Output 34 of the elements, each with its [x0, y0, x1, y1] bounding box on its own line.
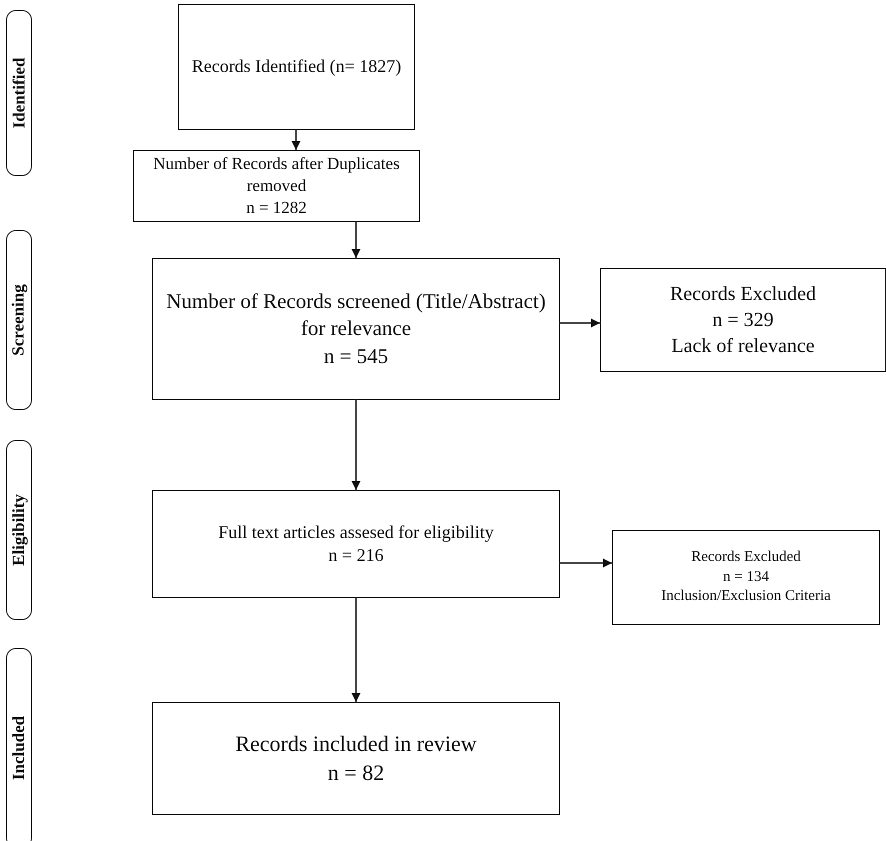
arrow	[352, 598, 360, 702]
arrow	[352, 400, 360, 490]
box-title: Records included in review	[234, 730, 478, 758]
process-box	[612, 530, 880, 625]
box-title: Full text articles assesed for eligibility	[217, 520, 495, 544]
process-box	[178, 4, 415, 130]
box-text: n = 545	[322, 342, 390, 370]
arrow	[352, 222, 360, 258]
phase-label	[6, 440, 32, 620]
process-box	[152, 702, 560, 815]
arrow	[560, 318, 600, 328]
process-box	[152, 490, 560, 598]
phase-label	[6, 10, 32, 176]
box-title: Records Identified (n= 1827)	[190, 55, 402, 78]
box-text: n = 82	[326, 758, 386, 786]
phase-name: Included	[9, 716, 29, 780]
phase-label	[6, 230, 32, 410]
process-box	[152, 258, 560, 400]
box-text: n = 134	[722, 568, 770, 587]
box-title: Records Excluded	[690, 548, 802, 568]
phase-name: Eligibility	[9, 494, 29, 566]
box-text: n = 329	[711, 308, 775, 333]
phase-name: Identified	[9, 58, 29, 128]
process-box	[133, 150, 420, 222]
box-text: Lack of relevance	[670, 334, 816, 359]
phase-name: Screening	[9, 284, 29, 356]
arrow	[292, 130, 300, 150]
box-text: n = 216	[327, 544, 385, 567]
box-title: Records Excluded	[668, 282, 818, 307]
box-text: n = 1282	[245, 197, 308, 220]
arrow	[560, 558, 612, 568]
box-text: Inclusion/Exclusion Criteria	[660, 587, 832, 606]
process-box	[600, 268, 886, 372]
phase-label	[6, 648, 32, 841]
